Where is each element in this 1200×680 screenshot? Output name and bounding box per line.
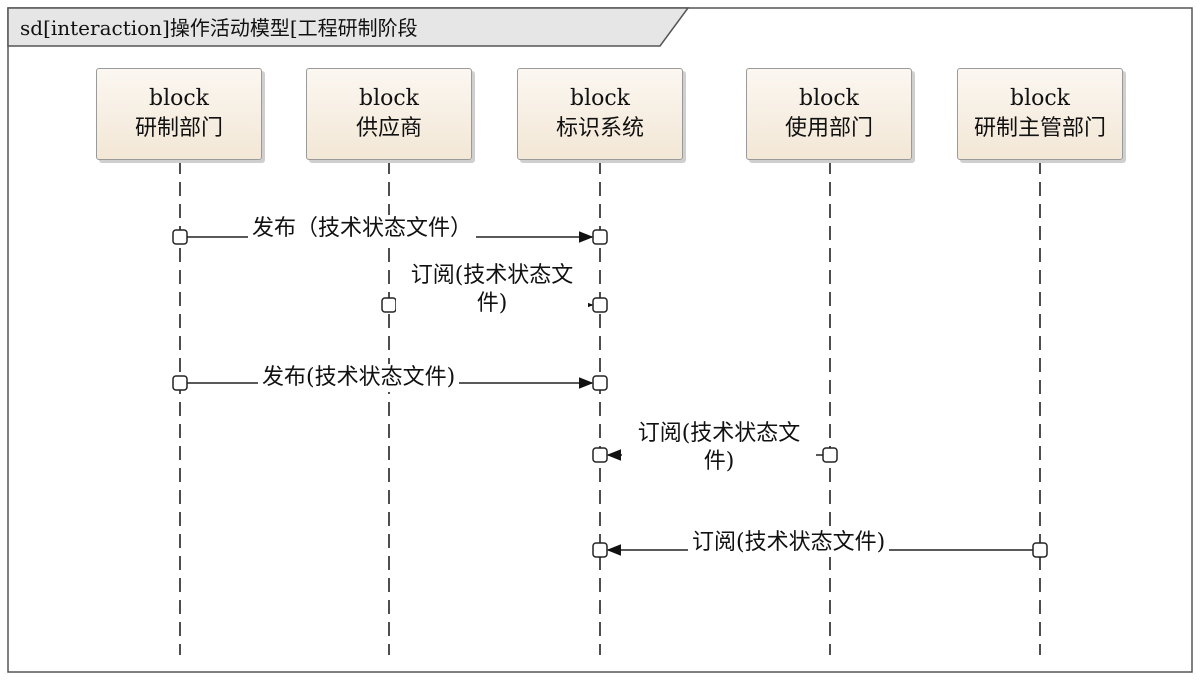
lifeline-name: 研制部门 [134,116,223,141]
lifeline-stereotype: block [569,86,631,111]
lifeline-stereotype: block [148,86,210,111]
message-send-port-3 [172,375,188,391]
message-receive-port-1 [592,229,608,245]
lifeline-stereotype: block [798,86,860,111]
lifeline-head-4: block 使用部门 [746,68,912,160]
lifeline-head-5: block 研制主管部门 [957,68,1123,160]
message-receive-port-2 [592,297,608,313]
message-label-2: 订阅(技术状态文件) [396,262,588,318]
message-receive-port-4 [592,447,608,463]
message-send-port-2 [381,297,397,313]
lifeline-name: 供应商 [355,116,422,141]
frame-tab-shape [7,7,690,47]
message-send-port-1 [172,229,188,245]
lifeline-head-3: block 标识系统 [517,68,683,160]
lifeline-stereotype: block [358,86,420,111]
message-send-port-5 [1032,542,1048,558]
message-label-1: 发布（技术状态文件） [248,215,477,243]
lifeline-name: 使用部门 [784,116,873,141]
message-send-port-4 [822,447,838,463]
message-label-3: 发布(技术状态文件) [258,364,460,392]
lifeline-name: 标识系统 [555,116,644,141]
message-label-5: 订阅(技术状态文件) [688,529,890,557]
lifeline-name: 研制主管部门 [973,116,1106,141]
lifeline-head-1: block 研制部门 [96,68,262,160]
lifeline-head-2: block 供应商 [306,68,472,160]
message-receive-port-5 [592,542,608,558]
frame-title: sd[interaction]操作活动模型[工程研制阶段 [20,15,418,40]
message-receive-port-3 [592,375,608,391]
lifeline-stereotype: block [1009,86,1071,111]
message-label-4: 订阅(技术状态文件) [622,420,816,476]
